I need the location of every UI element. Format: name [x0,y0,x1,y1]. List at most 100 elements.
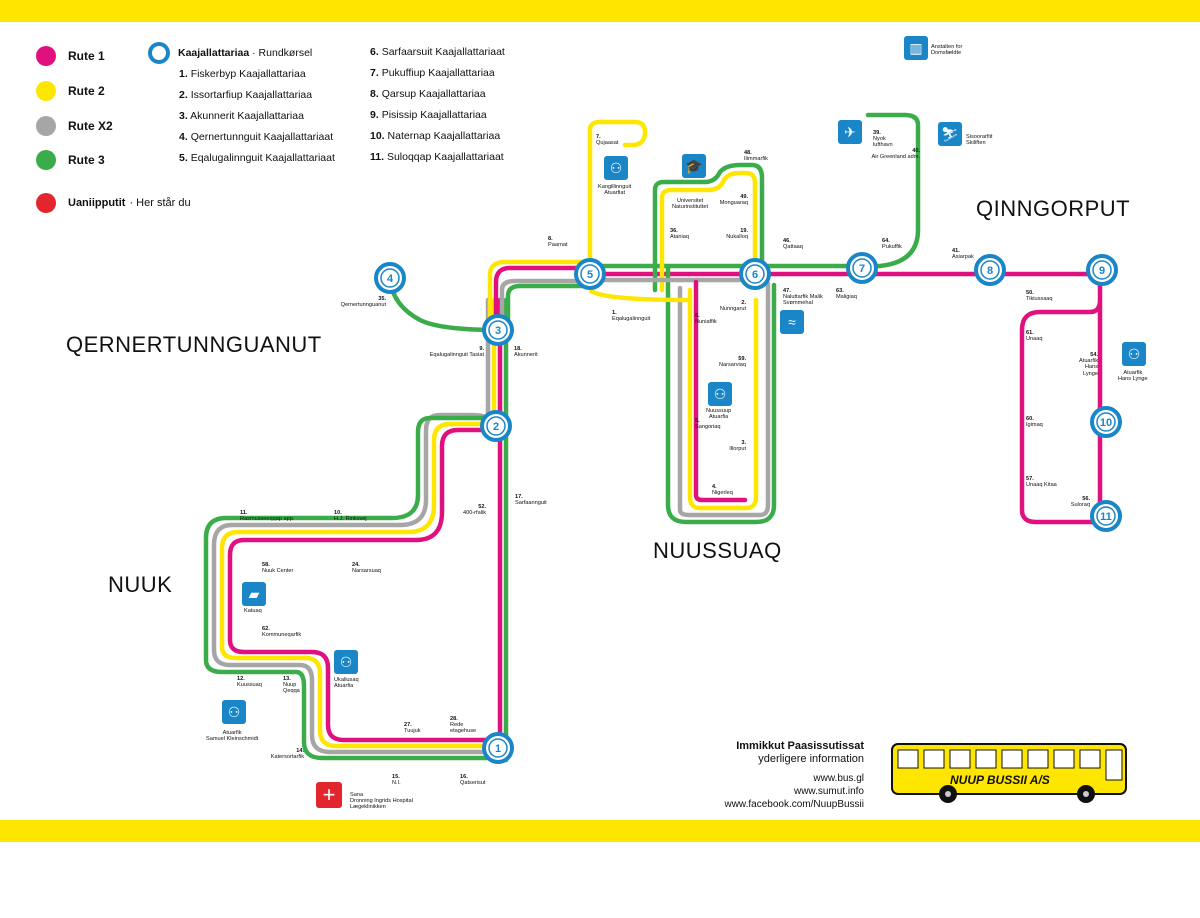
route-3-line [505,283,593,333]
legend-here: Uaniipputit· Her står du [36,193,191,213]
stop-61[interactable]: 61.Unaaq [1026,330,1043,343]
roundabout-6[interactable]: 6 [739,258,771,290]
stop-50[interactable]: 50.Tikiussaaq [1026,290,1053,303]
roundabout-9[interactable]: 9 [1086,254,1118,286]
stop-41[interactable]: 41.Asiarpak [952,248,974,261]
info-link-bus[interactable]: www.bus.gl [813,773,864,784]
stop-3[interactable]: 3.Illorput [729,440,746,453]
roundabout-number: 8 [987,265,993,277]
roundabout-1[interactable]: 1 [482,732,514,764]
stop-40[interactable]: 40.Air Greenland adm. [871,148,920,161]
stop-4[interactable]: 4.Nigerleq [712,484,733,497]
here-swatch [36,193,56,213]
legend-rute-1: Rute 1 [36,46,105,66]
top-yellow-band [0,0,1200,22]
route-1-line [493,265,593,333]
stop-59[interactable]: 59.Narsarviaq [718,356,746,369]
stop-47[interactable]: 47.Naluttarfik Malik Svømmehal [783,288,823,307]
route-3-line [652,162,777,525]
info-title: Immikkut Paasissutissat [736,740,864,752]
stop-27[interactable]: 27.Tuujuk [404,722,421,735]
stop-10[interactable]: 10.H.J. Rinksvej [334,510,367,523]
stop-49[interactable]: 49.Monguaraq [719,194,748,207]
info-link-sumut[interactable]: www.sumut.info [793,786,864,797]
stop-58[interactable]: 58.Nuuk Center [262,562,294,575]
roundabout-number: 9 [1099,265,1105,277]
roundabout-4[interactable]: 4 [374,262,406,294]
stop-63[interactable]: 63.Maligiaq [836,288,857,301]
info-block: Immikkut Paasissutissat yderligere infor… [710,740,864,811]
kaaj-item: 7. Pukuffiup Kaajallattariaa [370,67,495,79]
kaaj-item: 10. Naternap Kaajallattariaa [370,130,501,142]
stop-9[interactable]: 9.Eqalugalinnguit Tasiat [429,346,484,359]
roundabout-5[interactable]: 5 [574,258,606,290]
stop-6[interactable]: 6.Nuniaffik [695,313,717,326]
ski-icon: ⛷ [938,122,962,146]
stop-39[interactable]: 39.Nyok lufthavn [873,130,893,149]
route-2-line [587,119,648,265]
stop-36[interactable]: 36.Ataniaq [670,228,689,241]
stop-7[interactable]: 7.Qujaasat [596,134,619,147]
info-link-facebook[interactable]: www.facebook.com/NuupBussii [724,799,864,810]
legend-rute-3: Rute 3 [36,150,105,170]
kaaj-item: 3. Akunnerit Kaajallattariaa [179,110,304,122]
stop-18[interactable]: 18.Akunnerit [514,346,538,359]
stop-64[interactable]: 64.Pukuffik [882,238,902,251]
roundabout-number: 11 [1100,511,1112,523]
stop-12[interactable]: 12.Kuussuaq [237,676,262,689]
stop-28[interactable]: 28.Rede etagehuse [450,716,477,735]
kaaj-legend-b: 6. Sarfaarsuit Kaajallattariaat 7. Pukuf… [370,42,505,168]
route-1-line [227,297,503,763]
stop-57[interactable]: 57.Unaaq Kitaa [1026,476,1057,489]
stop-1[interactable]: 1.Eqalugalinnguit [612,310,651,323]
stop-56[interactable]: 56.Suloraq [1070,496,1090,509]
place-universitet: Universitet Naturinstituttet [672,198,709,211]
place-nuussuup: Nuussuup Atuarfia [706,408,732,421]
roundabout-10[interactable]: 10 [1090,406,1122,438]
kaaj-item: 11. Suloqqap Kaajallattariaat [370,151,504,163]
district-nuuk: NUUK [108,572,173,597]
stop-52[interactable]: 52.400-rfalik [462,504,486,517]
stop-11[interactable]: 11.Rasmusseeqqap app. [240,510,295,523]
route-x2-line [499,278,593,333]
kaaj-item: 9. Pisissip Kaajallattariaa [370,109,487,121]
route-1-line [587,271,1108,525]
rute-3-label: Rute 3 [68,153,105,167]
place-anstalten: Anstalten for Domsfældte [931,44,963,57]
stop-13[interactable]: 13.Nuup Qeqqa [283,676,300,695]
school-icon: ⚇ [708,382,732,406]
roundabout-3[interactable]: 3 [482,314,514,346]
stop-17[interactable]: 17.Sarfaannguit [515,494,547,507]
stop-60[interactable]: 60.Igimaq [1026,416,1043,429]
stop-35[interactable]: 35.Qernertunnguanut [340,296,386,309]
roundabout-2[interactable]: 2 [480,410,512,442]
rute-1-swatch [36,46,56,66]
stop-2[interactable]: 2.Nunngarut [719,300,746,313]
hubs: 1 2 3 4 5 6 7 8 9 10 11 [374,252,1122,764]
stop-15[interactable]: 15.N.I. [392,774,401,787]
place-sisoorarfiit: Sisoorarfiit Skiliften [966,134,993,147]
stop-8[interactable]: 8.Paarnat [548,236,568,249]
route-3-line [203,297,509,763]
district-nuussuaq: NUUSSUAQ [653,538,782,563]
stop-54[interactable]: 54.Atuarfik Hans Lynge [1079,352,1098,377]
roundabout-7[interactable]: 7 [846,252,878,284]
here-label: Uaniipputit [68,197,126,209]
stop-16[interactable]: 16.Qatserisut [460,774,486,787]
roundabout-icon [148,42,170,64]
place-kangillinnguit: Kangillinnguit Atuarfiat [598,184,632,197]
rute-x2-label: Rute X2 [68,119,113,133]
stop-19[interactable]: 19.Nukalloq [726,228,748,241]
kaaj-item: 2. Issortarfiup Kaajallattariaa [179,89,313,101]
stop-14[interactable]: 14.Katersortarfik [270,748,304,761]
info-subtitle: yderligere information [758,753,864,765]
stop-5[interactable]: 5.Sangoriaq [695,418,721,431]
stop-24[interactable]: 24.Narsarsuaq [352,562,381,575]
stop-62[interactable]: 62.Kommuneqarfik [262,626,302,639]
roundabout-number: 6 [752,269,758,281]
roundabout-8[interactable]: 8 [974,254,1006,286]
stop-48[interactable]: 48.Ilimmarfik [744,150,768,163]
roundabout-11[interactable]: 11 [1090,500,1122,532]
stop-46[interactable]: 46.Qattaaq [783,238,803,251]
school-icon: ⚇ [222,700,246,724]
